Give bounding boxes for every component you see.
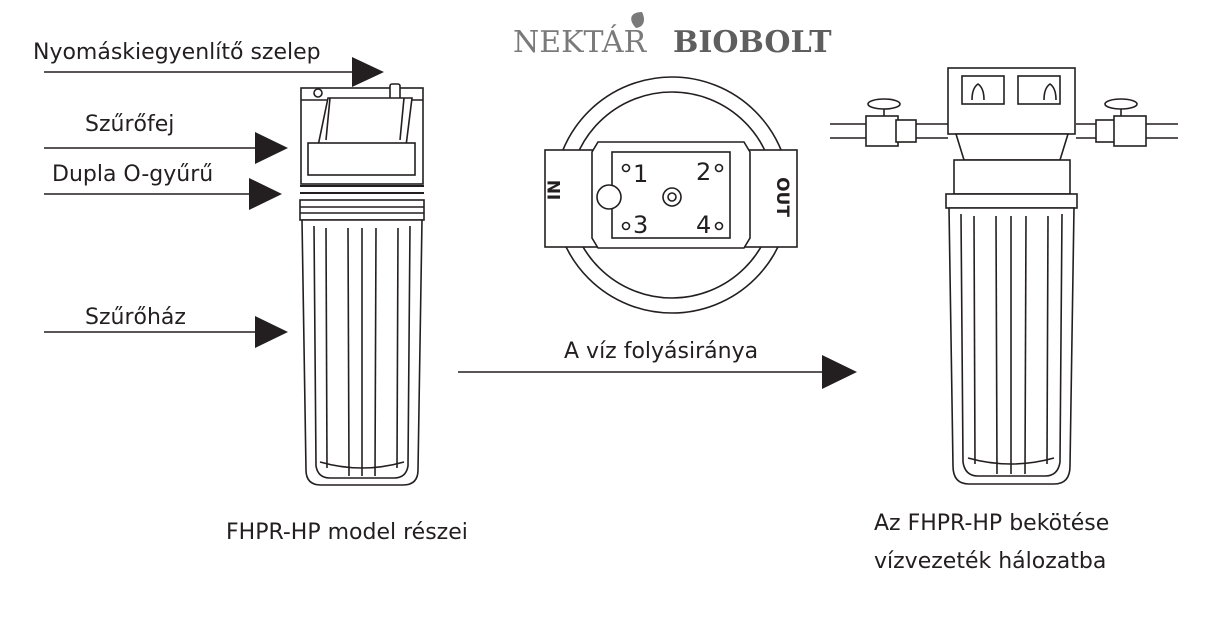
filter-installed-view bbox=[830, 67, 1178, 485]
installed-housing-inner bbox=[960, 213, 1063, 477]
in-label: IN bbox=[545, 180, 565, 201]
label-filter-head: Szűrőfej bbox=[85, 112, 174, 137]
out-label: OUT bbox=[772, 177, 792, 217]
caption-connection-line2: vízvezeték hálozatba bbox=[874, 549, 1106, 574]
port-number-3: 3 bbox=[633, 211, 648, 239]
installed-housing-rib bbox=[1024, 215, 1027, 475]
outlet-valve-handle bbox=[1104, 98, 1138, 110]
installed-housing-rib bbox=[995, 215, 998, 475]
arrow-right-icon bbox=[352, 57, 384, 87]
arrow-right-icon bbox=[255, 316, 288, 348]
port-number-4: 4 bbox=[696, 211, 711, 239]
head-screw bbox=[313, 88, 323, 98]
brand-logo-part2: BIOBOLT bbox=[673, 25, 832, 60]
installed-head-window bbox=[1017, 75, 1061, 105]
port-hole bbox=[714, 221, 724, 231]
head-center-port-inner bbox=[667, 192, 677, 202]
filter-head-top-view bbox=[544, 76, 798, 314]
brand-logo: NEKTÁR BIOBOLT bbox=[513, 12, 832, 60]
installed-housing-thread bbox=[945, 193, 1078, 209]
housing-bottom-curve bbox=[319, 461, 405, 469]
label-flow-direction: A víz folyásiránya bbox=[564, 339, 758, 364]
leaf-icon bbox=[631, 12, 644, 28]
inlet-valve-body bbox=[865, 115, 899, 147]
housing-thread bbox=[299, 199, 425, 221]
arrow-right-icon bbox=[255, 132, 288, 164]
installed-head-detail bbox=[971, 83, 985, 101]
filter-head-neck-line bbox=[399, 97, 405, 141]
installed-head-detail bbox=[1043, 83, 1057, 101]
housing-rib bbox=[325, 227, 328, 469]
port-hole bbox=[714, 163, 724, 173]
arrow-right-icon bbox=[249, 178, 282, 210]
filter-exploded-view bbox=[299, 83, 425, 486]
port-number-1: 1 bbox=[633, 160, 648, 188]
inlet-valve-nut bbox=[895, 119, 917, 143]
head-center-port bbox=[662, 187, 682, 207]
filter-head-neck bbox=[317, 97, 413, 147]
outlet-valve-nut bbox=[1095, 119, 1117, 143]
installed-housing-bottom-curve bbox=[967, 457, 1055, 465]
head-in-port bbox=[596, 184, 622, 210]
label-filter-housing: Szűrőház bbox=[85, 305, 186, 330]
caption-connection-line1: Az FHPR-HP bekötése bbox=[874, 511, 1109, 536]
outlet-valve-body bbox=[1113, 115, 1147, 147]
installed-head-collar bbox=[953, 159, 1071, 195]
port-hole bbox=[621, 163, 631, 173]
installed-housing-rib bbox=[1046, 215, 1049, 465]
filter-head-neck-line bbox=[325, 97, 331, 141]
installed-housing-rib bbox=[973, 215, 976, 465]
filter-head-collar bbox=[307, 142, 416, 176]
housing-rib bbox=[374, 227, 377, 477]
port-hole bbox=[621, 221, 631, 231]
arrow-right-icon bbox=[822, 355, 857, 389]
filter-housing-inner bbox=[313, 225, 411, 479]
installed-head-neck bbox=[954, 133, 1070, 161]
inlet-valve-handle bbox=[867, 98, 901, 110]
label-pressure-valve: Nyomáskiegyenlítő szelep bbox=[33, 40, 321, 65]
caption-model-parts: FHPR-HP model részei bbox=[226, 520, 468, 545]
port-number-2: 2 bbox=[696, 158, 711, 186]
label-double-o-ring: Dupla O-gyűrű bbox=[52, 162, 213, 187]
brand-logo-part1: NEKTÁR bbox=[513, 24, 648, 60]
head-port-plate bbox=[611, 151, 731, 239]
housing-rib bbox=[347, 227, 350, 477]
housing-rib bbox=[396, 227, 399, 469]
